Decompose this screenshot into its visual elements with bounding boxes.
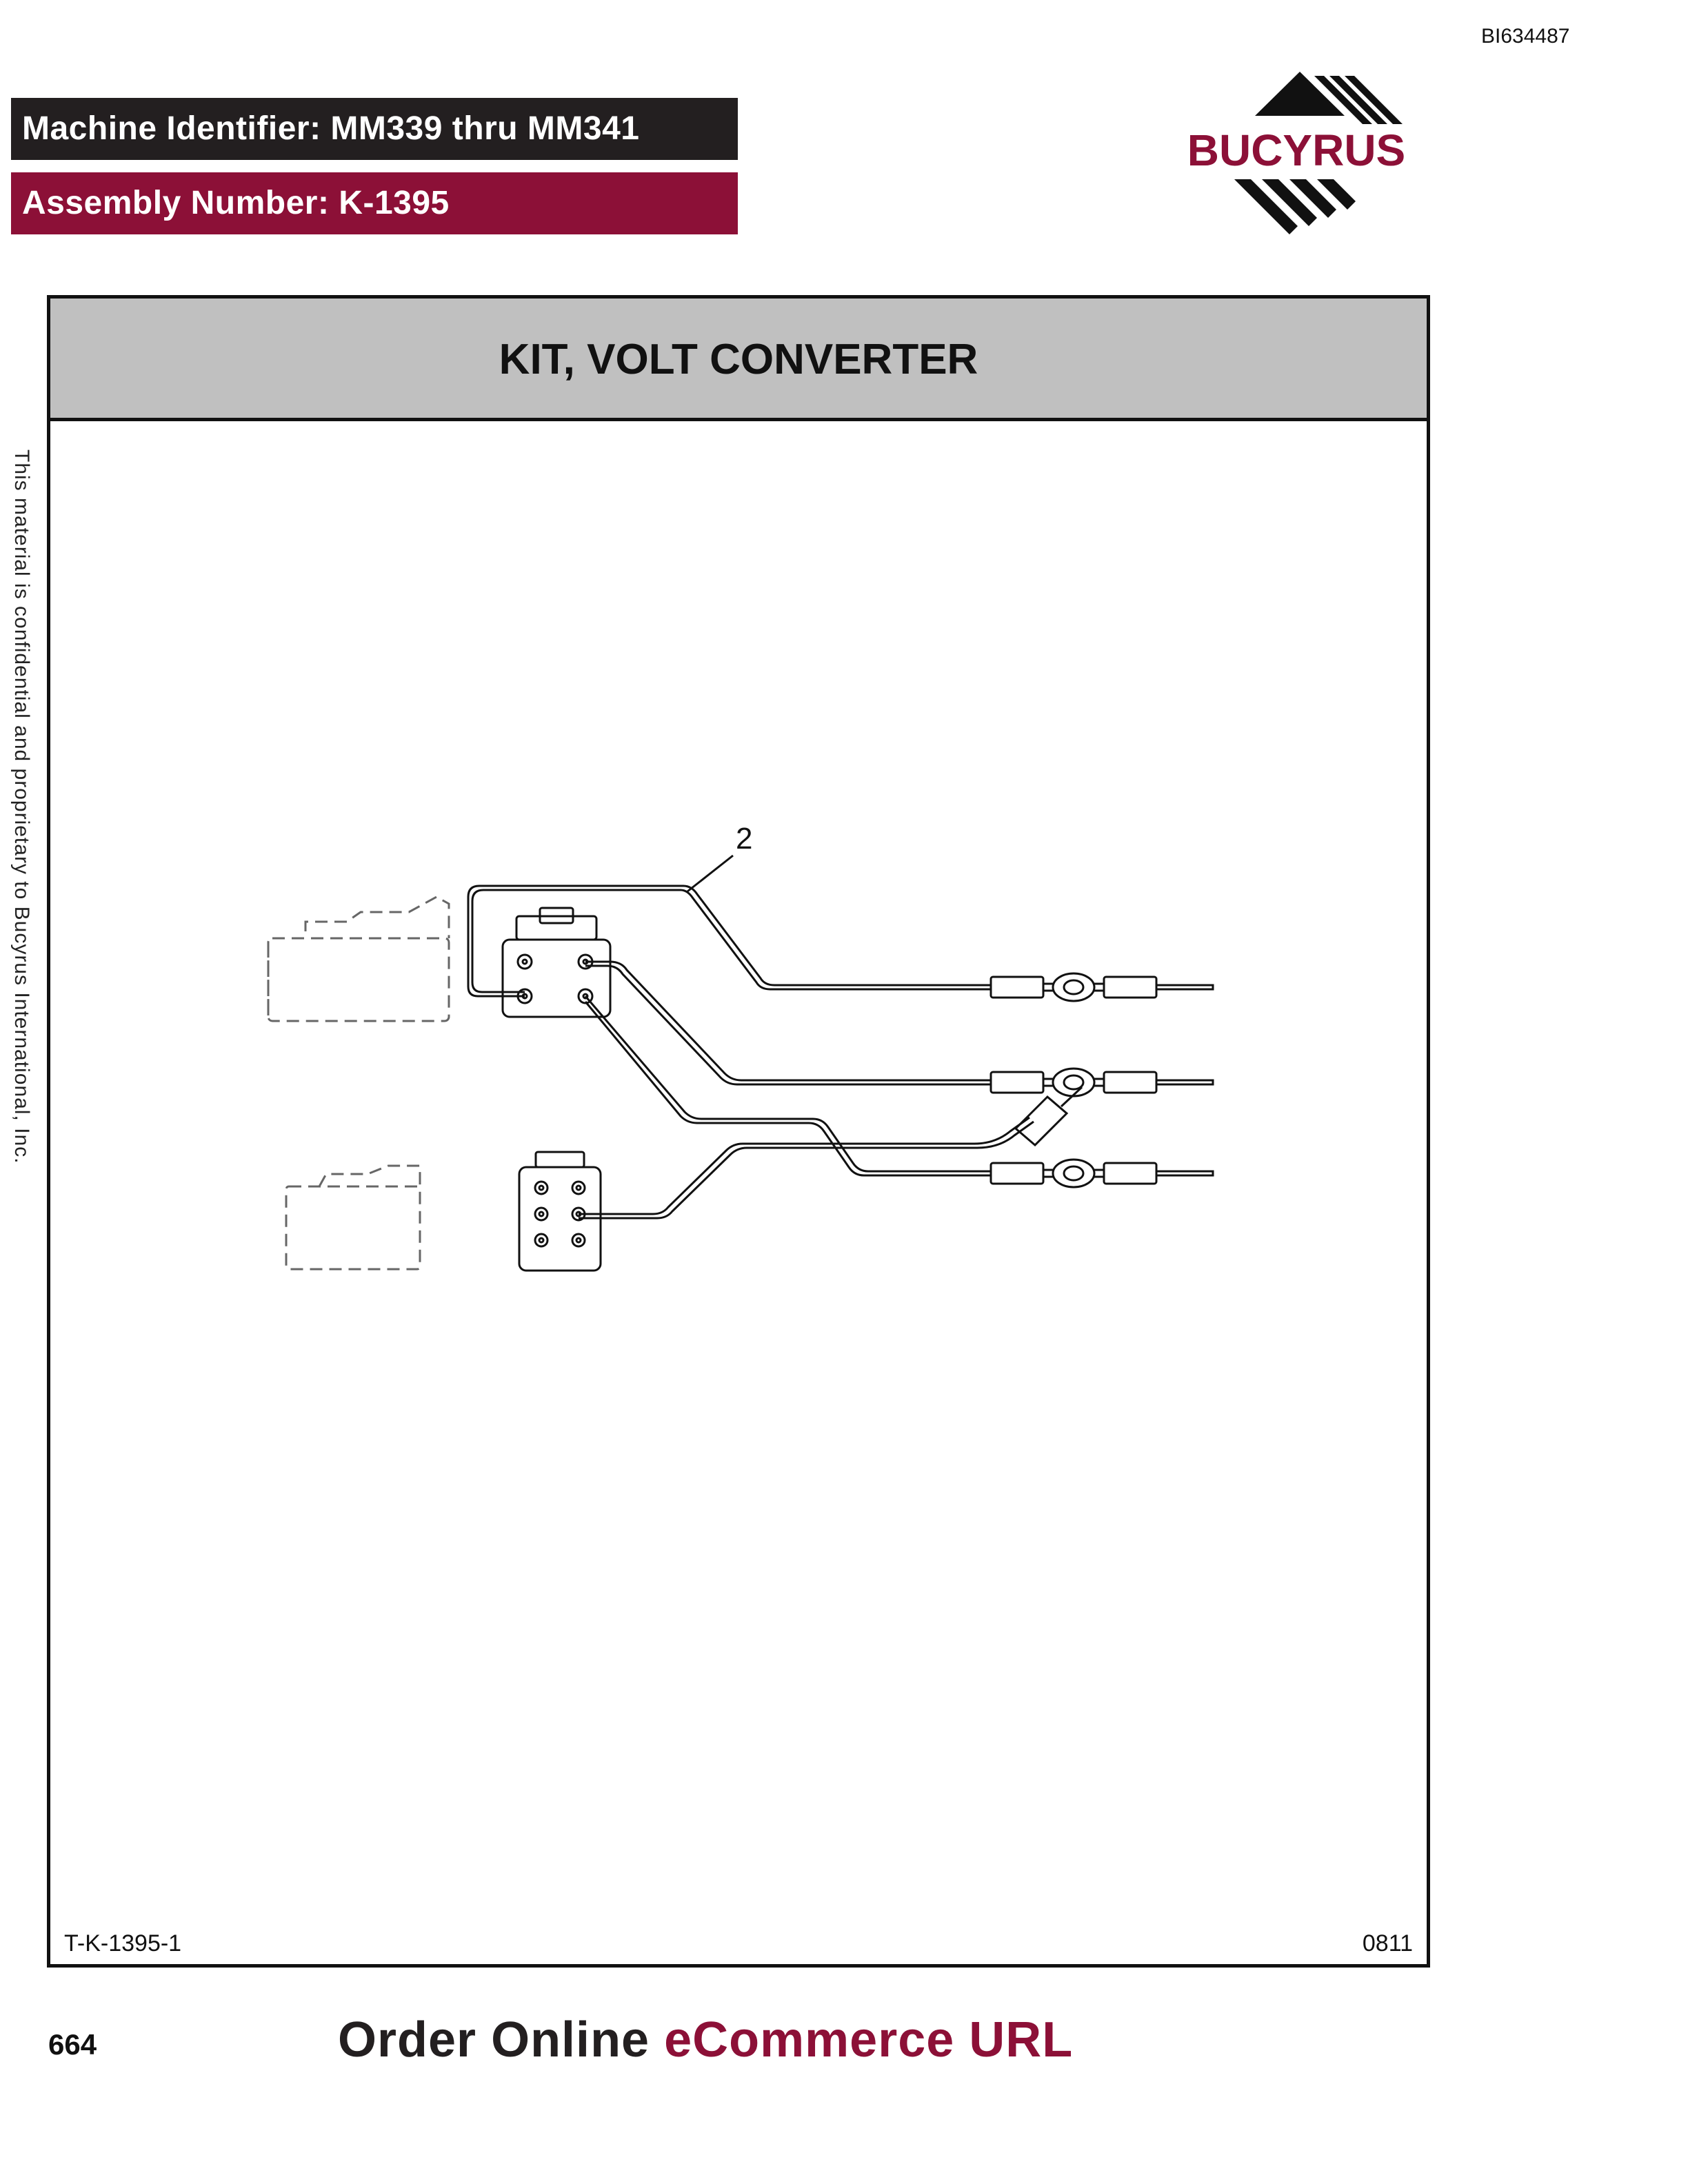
connector-6-pin (518, 1151, 602, 1272)
bucyrus-logo: BUCYRUS (1187, 72, 1405, 234)
figure-title: KIT, VOLT CONVERTER (50, 299, 1427, 421)
order-online-link[interactable]: Order Online eCommerce URL (338, 2012, 1073, 2068)
wire-4 (579, 1116, 1034, 1220)
wiring-diagram: 2 (267, 822, 1214, 1272)
wire-2 (585, 960, 991, 1086)
callout-number: 2 (736, 822, 752, 856)
ghost-connector-lower (285, 1164, 421, 1271)
logo-wordmark: BUCYRUS (1187, 125, 1405, 175)
ecommerce-url[interactable]: eCommerce URL (664, 2012, 1074, 2067)
confidentiality-note: This material is confidential and propri… (10, 449, 33, 1164)
wire-3 (584, 995, 991, 1177)
ring-terminal-middle (989, 1067, 1214, 1098)
page-number: 664 (48, 2028, 97, 2061)
figure-id: T-K-1395-1 (64, 1930, 182, 1957)
ghost-connector-upper (267, 896, 450, 1022)
figure-frame: KIT, VOLT CONVERTER (47, 295, 1430, 1968)
wire-1 (467, 884, 991, 998)
order-online-prefix: Order Online (338, 2012, 665, 2067)
document-id: BI634487 (1481, 25, 1570, 48)
figure-date-code: 0811 (1362, 1930, 1413, 1957)
splice-sleeve (1014, 1095, 1069, 1147)
callout-leader (687, 854, 734, 893)
ring-terminal-top (989, 972, 1214, 1002)
machine-identifier: Machine Identifier: MM339 thru MM341 (11, 98, 738, 160)
ring-terminal-bottom (989, 1158, 1214, 1189)
assembly-number: Assembly Number: K-1395 (11, 172, 738, 234)
